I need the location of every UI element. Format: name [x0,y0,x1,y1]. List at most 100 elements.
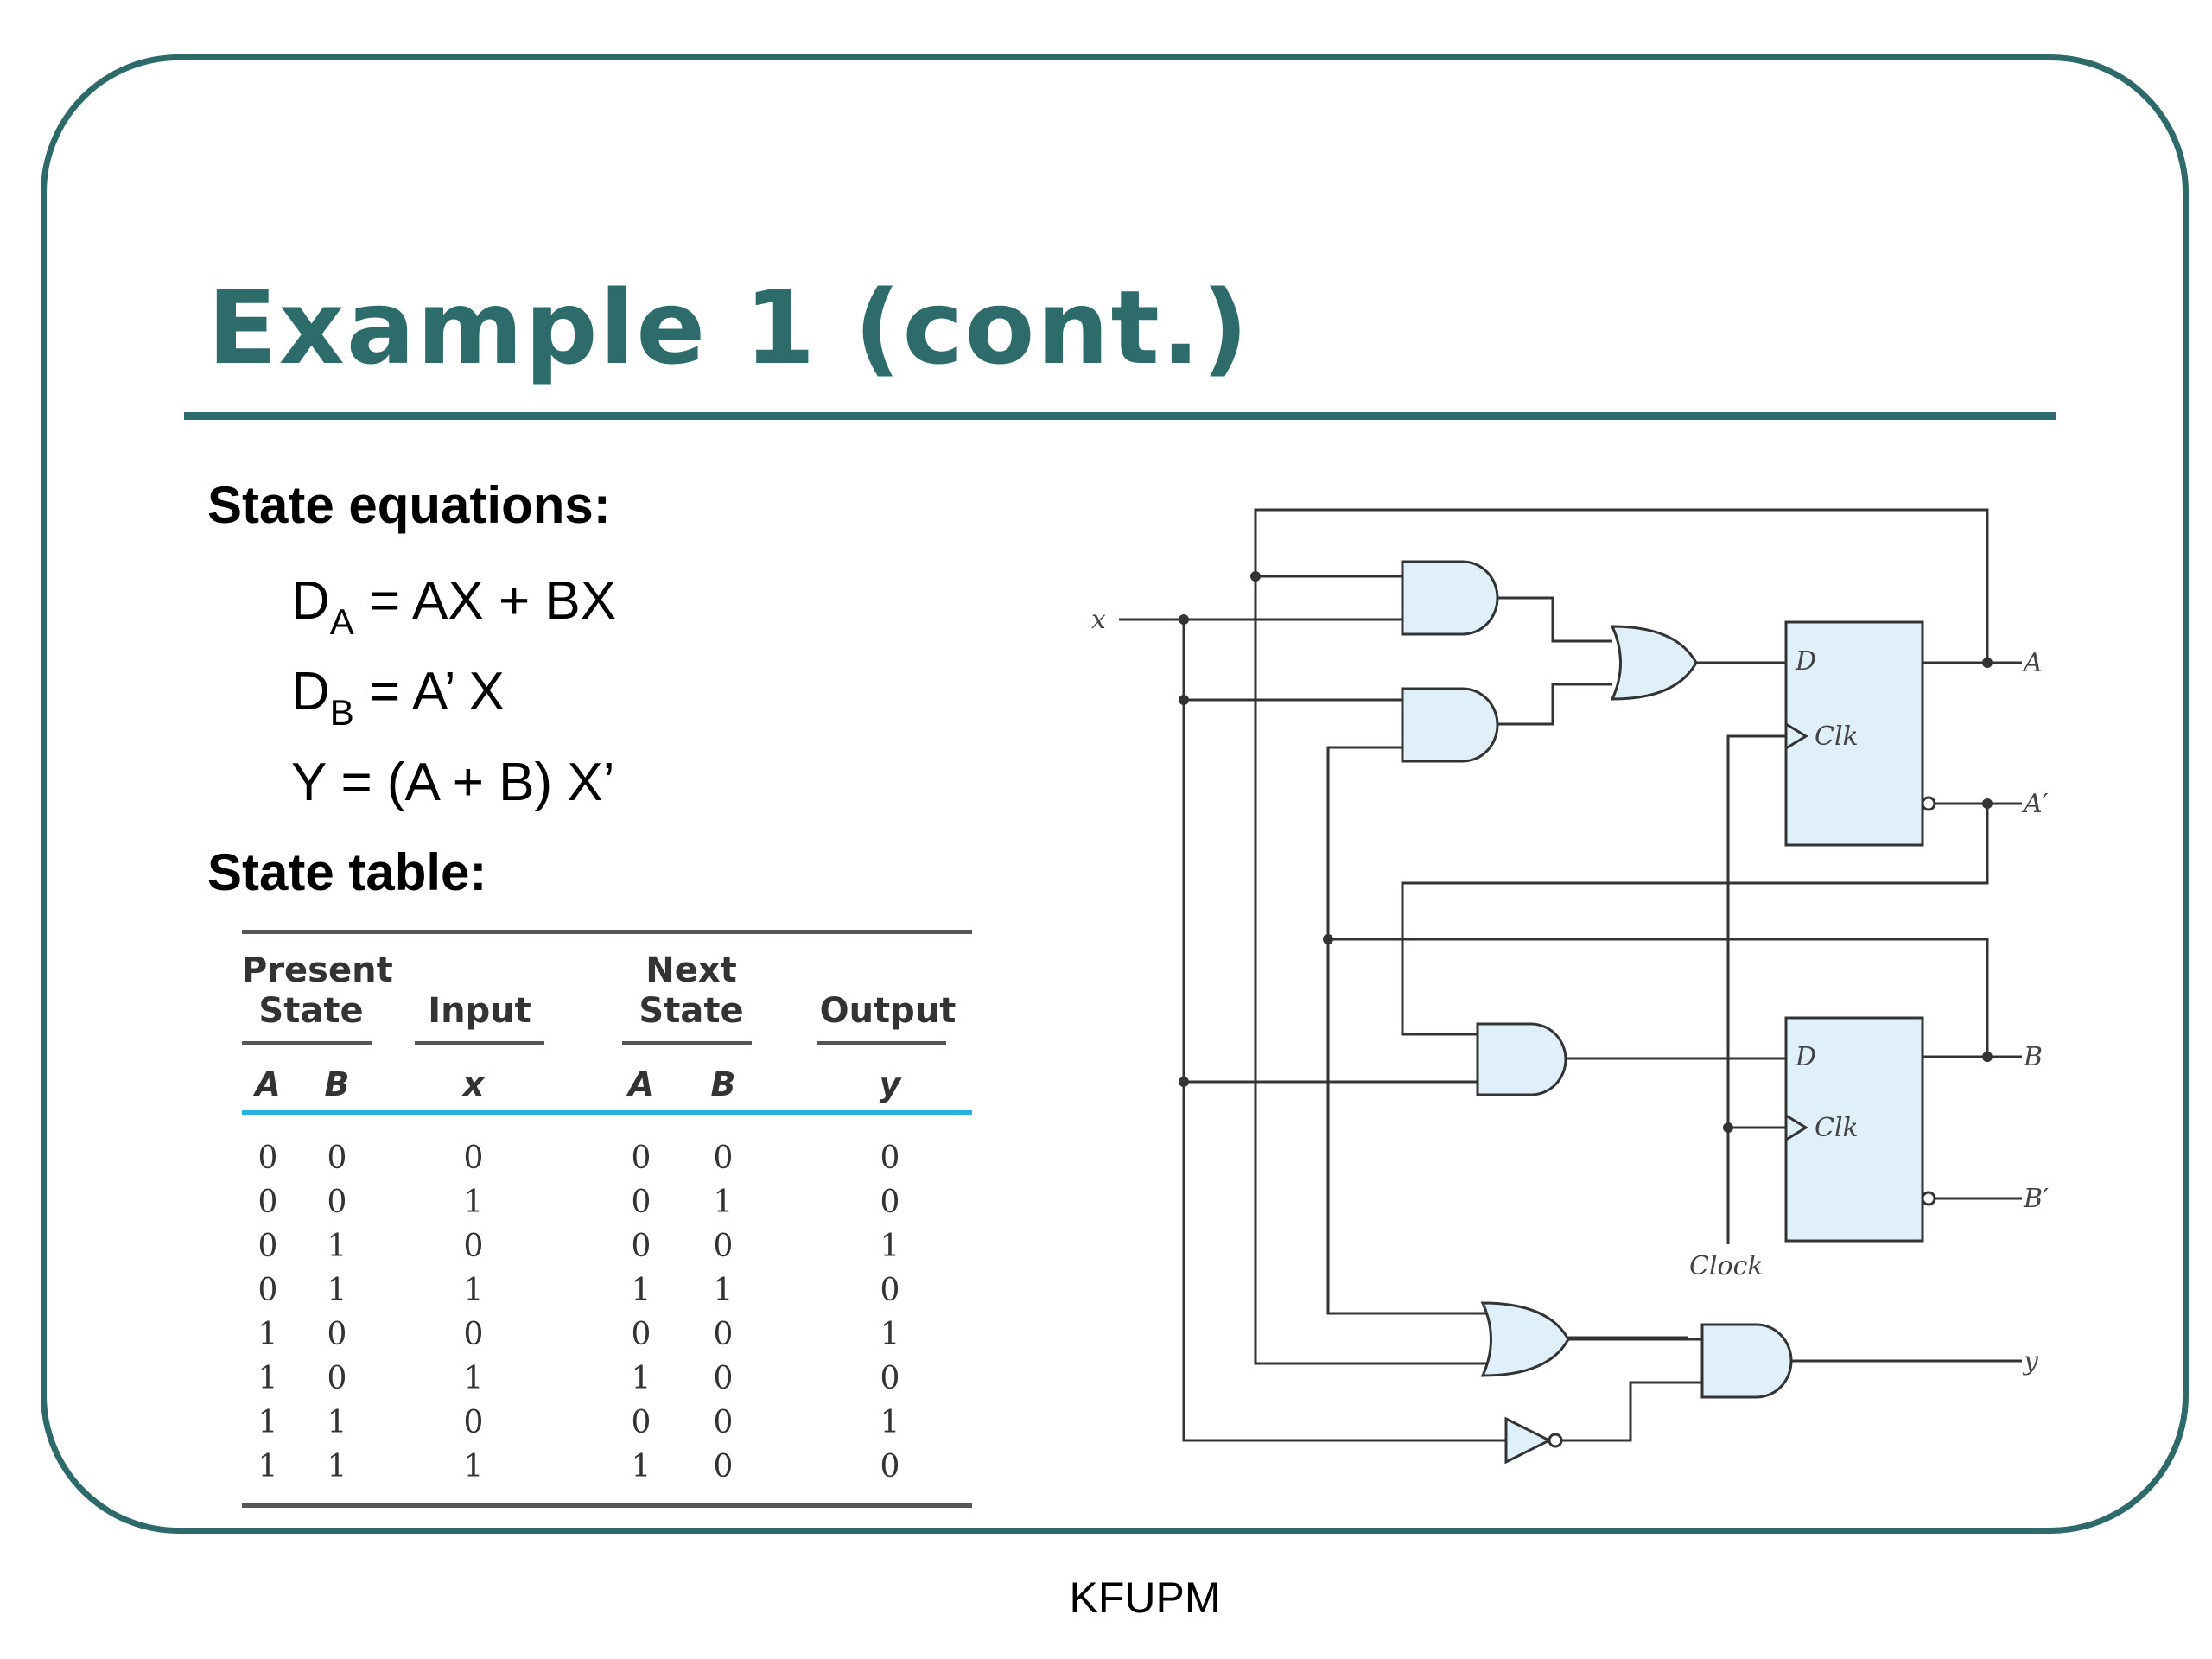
clk-triangle-b [1785,1114,1808,1141]
junction-dot [1982,798,1993,809]
junction-dot [1982,658,1993,668]
table-cell: 0 [327,1185,347,1220]
table-cell: 1 [463,1361,484,1396]
slide-frame [41,54,2189,1534]
and-gate-2 [1401,687,1499,763]
label-x: x [1091,605,1106,635]
equation-y: Y = (A + B) X’ [291,753,615,812]
and-gate-4 [1700,1323,1793,1399]
header-next-state: Next State [639,950,744,1031]
table-cell: 0 [713,1405,734,1440]
title-underline [184,412,2056,420]
table-cell: 0 [463,1141,484,1176]
junction-dot [1179,1077,1189,1087]
state-table: Present State Input Next State Output A … [242,925,972,1512]
table-cell: 0 [463,1405,484,1440]
table-cell: 0 [327,1317,347,1352]
column-label: x [462,1065,485,1103]
wire-a-prime-to-and3 [1401,804,1989,1036]
column-label: y [879,1065,901,1103]
table-cell: 0 [713,1361,734,1396]
junction-dot [1982,1052,1993,1062]
label-b: B [2023,1042,2043,1072]
label-y: y [2022,1346,2039,1376]
clock-triangles [1785,722,1808,1141]
table-cell: 1 [463,1185,484,1220]
header-output: Output [819,991,957,1031]
or-gate-2 [1480,1301,1570,1377]
table-cell: 0 [880,1185,900,1220]
table-cell: 1 [257,1405,278,1440]
wire-b-to-and2-or2 [1326,746,1489,1315]
wire-a-feedback [1254,508,1989,1365]
junction-dot [1323,934,1333,944]
junction-dot [1179,614,1189,625]
table-cell: 0 [713,1141,734,1176]
wire-and1-to-or [1497,596,1612,643]
column-label: B [324,1065,350,1103]
table-cell: 1 [257,1449,278,1484]
table-cell: 1 [463,1273,484,1308]
state-table-heading: State table: [207,843,487,901]
a-prime-bubble [1921,796,1936,811]
b-prime-bubble [1921,1191,1936,1206]
not-gate [1504,1416,1553,1465]
column-label: A [628,1065,654,1103]
table-cell: 1 [463,1449,484,1484]
table-cell: 0 [880,1141,900,1176]
label-a-prime: A′ [2021,789,2049,819]
group-rule [622,1041,752,1045]
inverter-bubble [1548,1433,1563,1448]
table-cell: 0 [257,1273,278,1308]
table-cell: 1 [327,1405,347,1440]
and-gate-1 [1401,560,1499,636]
label-a: A [2021,648,2043,678]
header-present-state: Present State [242,950,393,1031]
table-cell: 0 [713,1317,734,1352]
table-cell: 0 [631,1229,652,1264]
wire-b-feedback [1328,938,1989,1057]
table-cell: 1 [880,1229,900,1264]
junction-dot [1250,571,1261,582]
table-cell: 1 [257,1317,278,1352]
or-gate-1 [1610,625,1698,701]
header-input: Input [428,991,531,1031]
table-cell: 0 [880,1361,900,1396]
table-cell: 1 [713,1273,734,1308]
table-cell: 0 [631,1317,652,1352]
table-cell: 0 [631,1141,652,1176]
group-rule [817,1041,946,1045]
table-bottom-rule [242,1503,972,1508]
label-b-prime: B′ [2023,1184,2049,1214]
flip-flop-a [1784,620,1924,847]
table-header-rule [242,1110,972,1115]
flip-flop-b [1784,1016,1924,1243]
slide-title: Example 1 (cont.) [207,268,1250,387]
table-cell: 0 [463,1317,484,1352]
footer: KFUPM [1069,1573,1221,1622]
table-cell: 0 [713,1449,734,1484]
table-cell: 0 [880,1273,900,1308]
table-top-rule [242,930,972,934]
circuit-wires [1119,508,2022,1442]
table-cell: 0 [713,1229,734,1264]
group-rule [415,1041,544,1045]
circuit-labels: x A A′ B B′ y Clock D Clk D Clk [1091,605,2049,1376]
state-equations-heading: State equations: [207,476,611,534]
table-cell: 0 [327,1141,347,1176]
table-cell: 0 [257,1185,278,1220]
circuit-junctions [1179,571,1993,1133]
wire-not-to-and4 [1562,1381,1702,1442]
label-clock: Clock [1689,1251,1764,1281]
equation-db: DB = A’ X [291,662,505,733]
equation-da: DA = AX + BX [291,571,617,642]
table-cell: 1 [631,1361,652,1396]
group-rule [242,1041,372,1045]
wire-x-trunk [1182,620,1506,1442]
junction-dot [1179,695,1189,705]
table-cell: 1 [631,1273,652,1308]
table-cell: 1 [713,1185,734,1220]
table-cell: 1 [327,1449,347,1484]
table-cell: 0 [631,1185,652,1220]
clk-triangle-a [1785,722,1808,750]
